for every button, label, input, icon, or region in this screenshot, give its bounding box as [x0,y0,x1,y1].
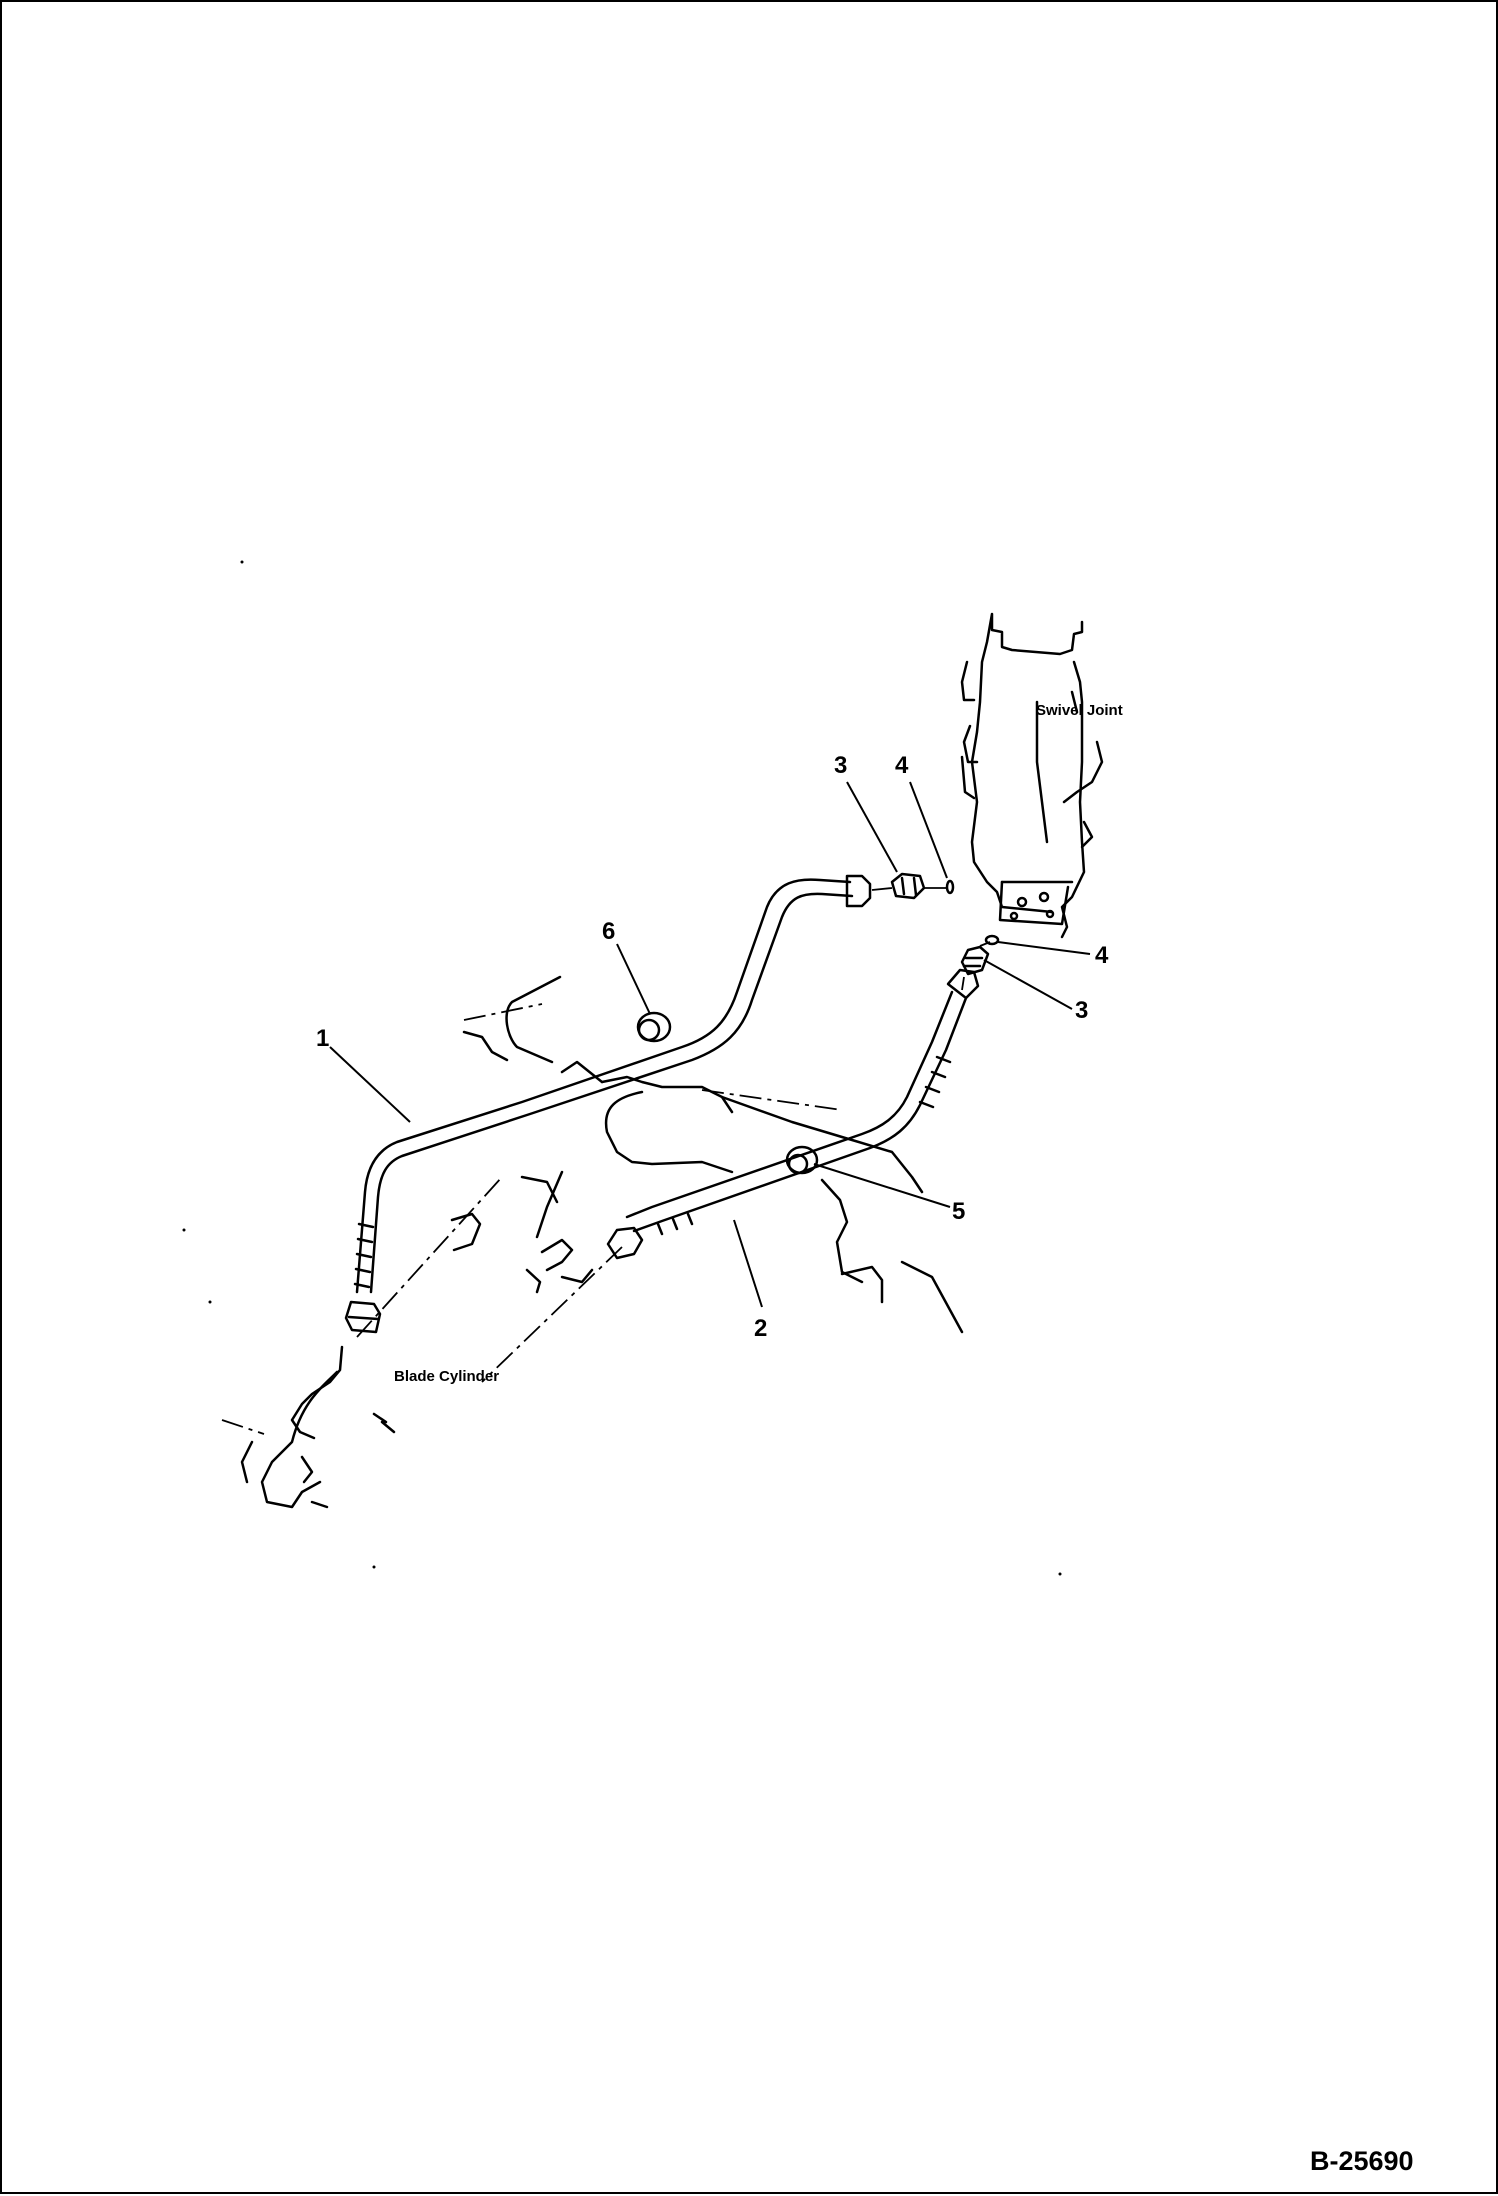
phantom-line-frame-1 [463,1003,543,1021]
leader-2 [733,1219,763,1308]
leader-4-lower [997,941,1091,955]
callout-4-lower: 4 [1095,942,1109,969]
callout-3-lower: 3 [1075,997,1089,1024]
phantom-line-frame-3 [701,1089,843,1111]
callout-5: 5 [952,1198,966,1225]
callout-1: 1 [316,1025,330,1052]
drawing-number: B-25690 [1310,2146,1414,2176]
leader-6 [616,943,651,1015]
phantom-line-cylinder-1 [356,1176,503,1338]
phantom-line-upper [871,887,893,891]
o-ring-4-lower [984,934,1000,946]
clamp-5 [785,1145,819,1175]
phantom-line-lower [961,976,965,991]
clamp-6 [636,1011,672,1043]
swivel-joint-body [960,612,1104,939]
fitting-3-lower [960,945,990,976]
callout-4-upper: 4 [895,752,909,779]
frame-outline [462,975,964,1334]
label-blade-cylinder: Blade Cylinder [394,1368,500,1385]
leader-5 [813,1163,951,1208]
blade-cylinder-body [240,1175,594,1509]
fitting-3-upper [890,872,926,900]
phantom-line-frame-2 [221,1419,265,1435]
label-swivel-joint: Swivel Joint [1036,702,1123,719]
pipe-2 [606,968,980,1260]
phantom-line-lower-2 [979,941,991,947]
leader-3-lower [983,959,1073,1010]
leader-1 [329,1046,411,1123]
leader-3-upper [846,781,898,873]
callout-6: 6 [602,918,616,945]
phantom-line-cylinder-2 [481,1246,623,1383]
callout-3-upper: 3 [834,752,848,779]
callout-2: 2 [754,1315,768,1342]
pipe-1 [344,874,872,1334]
o-ring-4-upper [945,879,955,895]
leader-4-upper [909,781,948,879]
